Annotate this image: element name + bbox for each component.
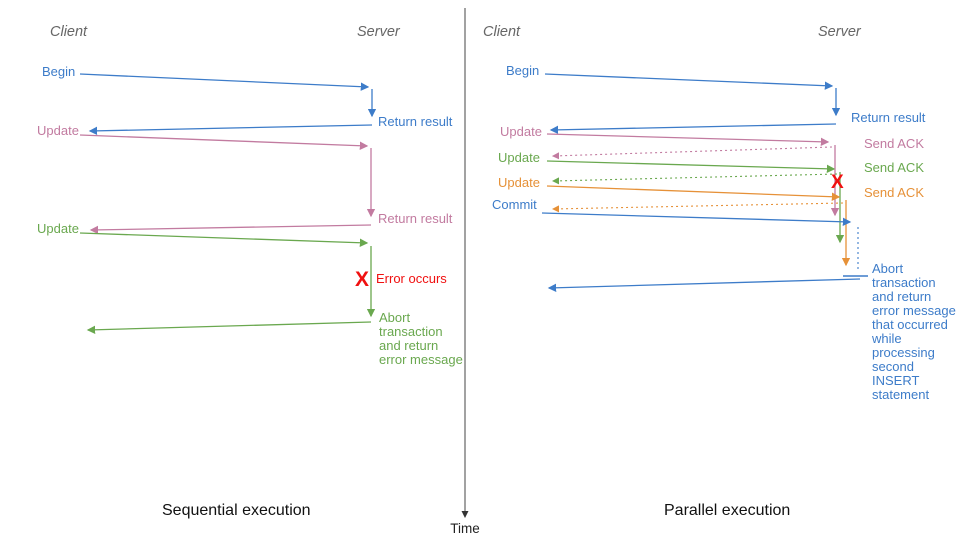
right-abort-label: Abort transaction and return error messa… — [872, 261, 956, 402]
right-update3-label: Update — [498, 175, 540, 190]
right-ack2-label: Send ACK — [864, 160, 924, 175]
left-begin-arrow — [79, 73, 370, 91]
left-client-label: Client — [50, 24, 88, 40]
right-caption: Parallel execution — [664, 502, 791, 519]
right-ack3-label: Send ACK — [864, 185, 924, 200]
right-begin-arrow — [544, 73, 834, 90]
right-commit-label: Commit — [492, 197, 537, 212]
left-panel-arrows — [79, 73, 377, 335]
left-return2-label: Return result — [378, 211, 453, 226]
left-return2-arrow — [89, 224, 372, 235]
left-begin-label: Begin — [42, 64, 76, 79]
right-commit-arrow — [541, 212, 852, 227]
right-ack1-arrow — [551, 146, 833, 160]
time-axis-label: Time — [450, 521, 480, 536]
left-update2-arrow — [79, 232, 369, 247]
right-update2-label: Update — [498, 150, 540, 165]
right-update3-arrow — [546, 185, 841, 201]
left-server-label: Server — [357, 24, 400, 40]
right-abort-arrow — [547, 278, 861, 293]
right-return1-label: Return result — [851, 110, 926, 125]
left-update1-arrow — [79, 134, 369, 150]
left-caption: Sequential execution — [162, 502, 311, 519]
right-begin-label: Begin — [506, 63, 540, 78]
left-error-label: Error occurs — [376, 271, 447, 286]
right-update2-arrow — [546, 160, 836, 174]
left-return1-label: Return result — [378, 114, 453, 129]
right-return1-arrow — [549, 123, 837, 135]
left-update2-label: Update — [37, 221, 79, 236]
right-update1-label: Update — [500, 124, 542, 139]
right-server-label: Server — [818, 24, 861, 40]
right-ack1-label: Send ACK — [864, 136, 924, 151]
left-abort-label: Abort transaction and return error messa… — [379, 310, 463, 367]
left-update1-label: Update — [37, 123, 79, 138]
right-client-label: Client — [483, 24, 521, 40]
right-ack2-arrow — [551, 173, 838, 185]
right-error-x-icon: X — [831, 172, 844, 193]
left-return1-arrow — [88, 124, 373, 136]
left-error-x-icon: X — [355, 268, 370, 291]
right-ack3-arrow — [551, 202, 844, 213]
left-abort-arrow — [86, 321, 372, 335]
right-update1-arrow — [546, 133, 830, 147]
right-panel-arrows — [541, 73, 868, 293]
